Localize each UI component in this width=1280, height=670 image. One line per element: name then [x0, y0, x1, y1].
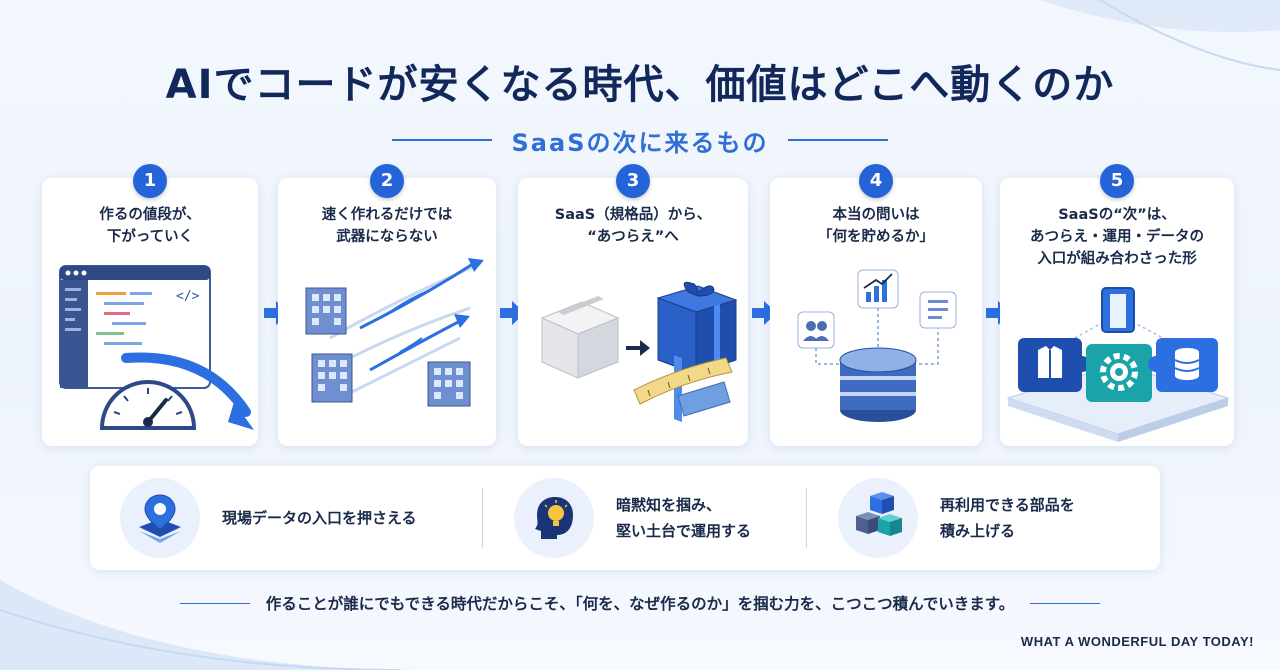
step-card-3: 3 SaaS（規格品）から、 “あつらえ”へ: [518, 164, 748, 446]
step-number-3: 3: [616, 164, 650, 198]
point-text-1: 現場データの入口を押さえる: [222, 509, 417, 527]
key-points-panel: 現場データの入口を押さえる 暗黙知を掴み、 堅い土台で運用する 再: [90, 466, 1160, 570]
db-cylinder: [839, 347, 917, 422]
database-puzzle-piece: [1148, 338, 1218, 392]
footer-line-right: [1030, 602, 1101, 604]
code-tag: </>: [176, 289, 200, 304]
point-1: 現場データの入口を押さえる: [120, 478, 417, 558]
plain-box: [540, 296, 620, 379]
step-number-1: 1: [133, 164, 167, 198]
chart-card-icon: [857, 269, 899, 309]
step-text-4: 本当の問いは 「何を貯めるか」: [818, 207, 934, 245]
footer-line-left: [179, 602, 250, 604]
subtitle-line-left: [391, 139, 492, 141]
step-card-4: 4 本当の問いは 「何を貯めるか」: [770, 164, 982, 446]
step-text-1: 作るの値段が、 下がっていく: [99, 207, 201, 245]
step-card-1: 1 作るの値段が、 下がっていく </>: [42, 164, 258, 446]
point-text-2: 暗黙知を掴み、 堅い土台で運用する: [616, 496, 752, 540]
building-3: [427, 361, 471, 407]
subtitle-line-right: [788, 139, 889, 141]
subtitle: SaaSの次に来るもの: [511, 128, 769, 157]
divider-2: [806, 488, 807, 548]
subtitle-row: SaaSの次に来るもの: [0, 120, 1280, 160]
point-2: 暗黙知を掴み、 堅い土台で運用する: [514, 478, 751, 558]
door-icon: [1101, 287, 1135, 333]
lightbulb-head-icon: [514, 478, 594, 558]
page-title: AIでコードが安くなる時代、価値はどこへ動くのか: [165, 62, 1115, 108]
document-card-icon: [919, 291, 957, 329]
code-speedometer-icon: </>: [59, 265, 254, 430]
users-card-icon: [797, 311, 835, 349]
building-2: [311, 353, 353, 403]
step-card-2: 2 速く作れるだけでは 武器にならない: [278, 164, 496, 446]
flow-arrow-2: [500, 301, 525, 325]
step-text-3: SaaS（規格品）から、 “あつらえ”へ: [554, 207, 712, 245]
gear-puzzle-piece: [1086, 344, 1152, 402]
map-pin-icon: [120, 478, 200, 558]
flow-arrow-4: [986, 301, 1011, 325]
footer-message: 作ることが誰にでもできる時代だからこそ、「何を、なぜ作るのか」を掴む力を、こつこ…: [265, 595, 1015, 613]
step-text-5: SaaSの“次”は、 あつらえ・運用・データの 入口が組み合わさった形: [1030, 207, 1204, 267]
step-text-2: 速く作れるだけでは 武器にならない: [321, 207, 453, 245]
buildings-speed-icon: [305, 258, 484, 407]
tagline: WHAT A WONDERFUL DAY TODAY!: [1020, 634, 1254, 649]
footer-row: 作ることが誰にでもできる時代だからこそ、「何を、なぜ作るのか」を掴む力を、こつこ…: [0, 588, 1280, 618]
divider-1: [482, 488, 483, 548]
building-1: [305, 287, 347, 335]
flow-arrow-1: [264, 301, 289, 325]
puzzle-platform-icon: [1006, 287, 1230, 442]
box-to-gift-icon: [540, 281, 738, 423]
cubes-icon: [838, 478, 918, 558]
database-icon: [797, 269, 957, 422]
shirt-puzzle-piece: [1018, 338, 1090, 392]
point-text-3: 再利用できる部品を 積み上げる: [940, 496, 1075, 540]
step-number-2: 2: [370, 164, 404, 198]
point-3: 再利用できる部品を 積み上げる: [838, 478, 1075, 558]
step-number-5: 5: [1100, 164, 1134, 198]
step-number-4: 4: [859, 164, 893, 198]
step-card-5: 5 SaaSの“次”は、 あつらえ・運用・データの 入口が組み合わさった形: [1000, 164, 1234, 446]
flow-arrow-3: [752, 301, 777, 325]
